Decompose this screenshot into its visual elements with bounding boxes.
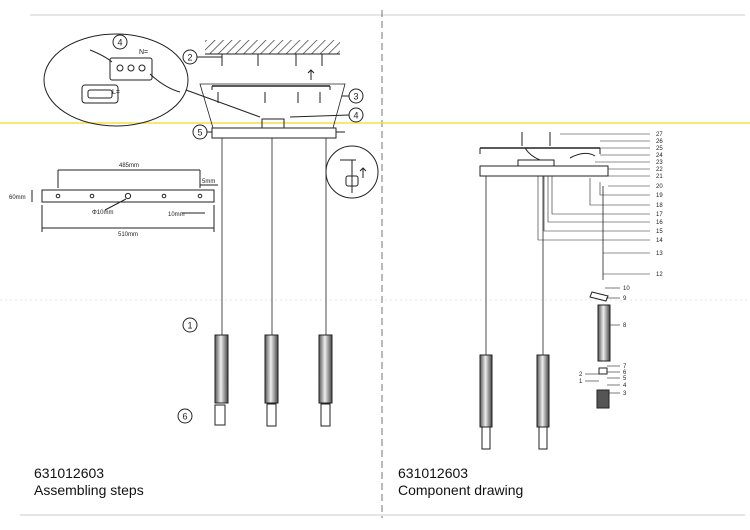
canopy-mount xyxy=(261,118,285,129)
r-exploded-tube xyxy=(597,304,611,362)
step-2-label: 2 xyxy=(187,53,192,63)
step-4-top-label: 4 xyxy=(117,38,122,48)
callout-9: 9 xyxy=(623,296,627,302)
terminal-detail-bubble xyxy=(43,33,189,127)
callout-26: 26 xyxy=(656,139,663,145)
callout-3: 3 xyxy=(623,391,627,397)
r-diffuser-2 xyxy=(538,426,548,450)
diffuser-3 xyxy=(320,403,331,427)
right-callouts: 27 26 25 24 23 22 21 20 19 18 17 16 15 1… xyxy=(579,132,663,397)
dim-510-text: 510mm xyxy=(118,232,138,238)
step-6-label: 6 xyxy=(182,412,187,422)
pendant-tube-2 xyxy=(264,334,279,404)
callout-17: 17 xyxy=(656,212,663,218)
canopy-wedge xyxy=(199,83,346,129)
cable-grip-detail xyxy=(325,145,379,199)
callout-13: 13 xyxy=(656,251,663,257)
r-grip xyxy=(589,291,609,302)
bracket-screws xyxy=(217,92,321,103)
callout-18: 18 xyxy=(656,203,663,209)
callout-4: 4 xyxy=(623,383,627,389)
callout-20: 20 xyxy=(656,184,663,190)
left-title: Assembling steps xyxy=(34,482,144,498)
callout-10: 10 xyxy=(623,286,630,292)
callout-2: 2 xyxy=(579,372,583,378)
wire-cap xyxy=(81,84,119,104)
callout-6: 6 xyxy=(623,370,627,376)
wire-out xyxy=(149,73,181,93)
callout-12: 12 xyxy=(656,272,663,278)
component-diagram xyxy=(479,132,650,450)
dim-485-text: 485mm xyxy=(119,163,139,169)
ceiling-screws xyxy=(221,54,323,66)
r-diffuser-1 xyxy=(481,426,491,450)
callout-19: 19 xyxy=(656,193,663,199)
terminal-block xyxy=(109,57,153,81)
callout-7: 7 xyxy=(623,364,627,370)
r-tube-2 xyxy=(536,354,550,428)
callout-22: 22 xyxy=(656,167,663,173)
callout-23: 23 xyxy=(656,160,663,166)
right-caption: 631012603 Component drawing xyxy=(398,465,523,499)
callout-27: 27 xyxy=(656,132,663,138)
step-6-badge xyxy=(177,408,193,424)
leader-lines xyxy=(537,133,650,394)
hole-dia-text: Φ10mm xyxy=(92,210,113,216)
r-canopy xyxy=(479,165,609,177)
assembly-diagram xyxy=(31,33,379,427)
r-canopy-cup xyxy=(517,159,555,167)
wire-l-label: L= xyxy=(112,89,120,96)
r-lens xyxy=(596,389,610,409)
callout-16: 16 xyxy=(656,220,663,226)
step-4-badge xyxy=(112,34,128,50)
canopy-bar xyxy=(211,127,337,139)
step-5-label: 5 xyxy=(197,128,202,138)
callout-8: 8 xyxy=(623,323,627,329)
callout-25: 25 xyxy=(656,146,663,152)
step-1-label: 1 xyxy=(187,321,192,331)
right-title: Component drawing xyxy=(398,482,524,498)
step-4-label: 4 xyxy=(353,111,358,121)
dim-5-text: 5mm xyxy=(202,179,215,185)
dim-60-text: 60mm xyxy=(9,195,26,201)
r-clip xyxy=(569,152,596,159)
left-model-number: 631012603 xyxy=(34,465,105,481)
callout-21: 21 xyxy=(656,174,663,180)
ceiling-hatch xyxy=(205,40,340,54)
pendant-tube-1 xyxy=(214,334,229,404)
step-1-badge xyxy=(182,317,198,333)
r-wire xyxy=(524,147,541,161)
right-model-number: 631012603 xyxy=(398,465,469,481)
callout-24: 24 xyxy=(656,153,663,159)
pendant-tube-3 xyxy=(318,334,333,404)
step-3-label: 3 xyxy=(353,92,358,102)
wire-n-label: N= xyxy=(139,49,148,56)
r-ring xyxy=(598,367,608,375)
diffuser-2 xyxy=(266,403,277,427)
canopy-dimension-bar xyxy=(41,189,215,203)
left-labels: 2 4 3 4 5 1 6 N= L= 485mm 510mm 60mm 5mm… xyxy=(9,38,359,422)
callout-1: 1 xyxy=(579,379,583,385)
r-tube-1 xyxy=(479,354,493,428)
callout-5: 5 xyxy=(623,376,627,382)
canopy-holes xyxy=(55,192,203,200)
dim-10-text: 10mm xyxy=(168,212,185,218)
wire-in xyxy=(89,49,113,63)
callout-15: 15 xyxy=(656,229,663,235)
left-caption: 631012603 Assembling steps xyxy=(34,465,144,499)
callout-14: 14 xyxy=(656,238,663,244)
diffuser-loose xyxy=(214,404,226,426)
